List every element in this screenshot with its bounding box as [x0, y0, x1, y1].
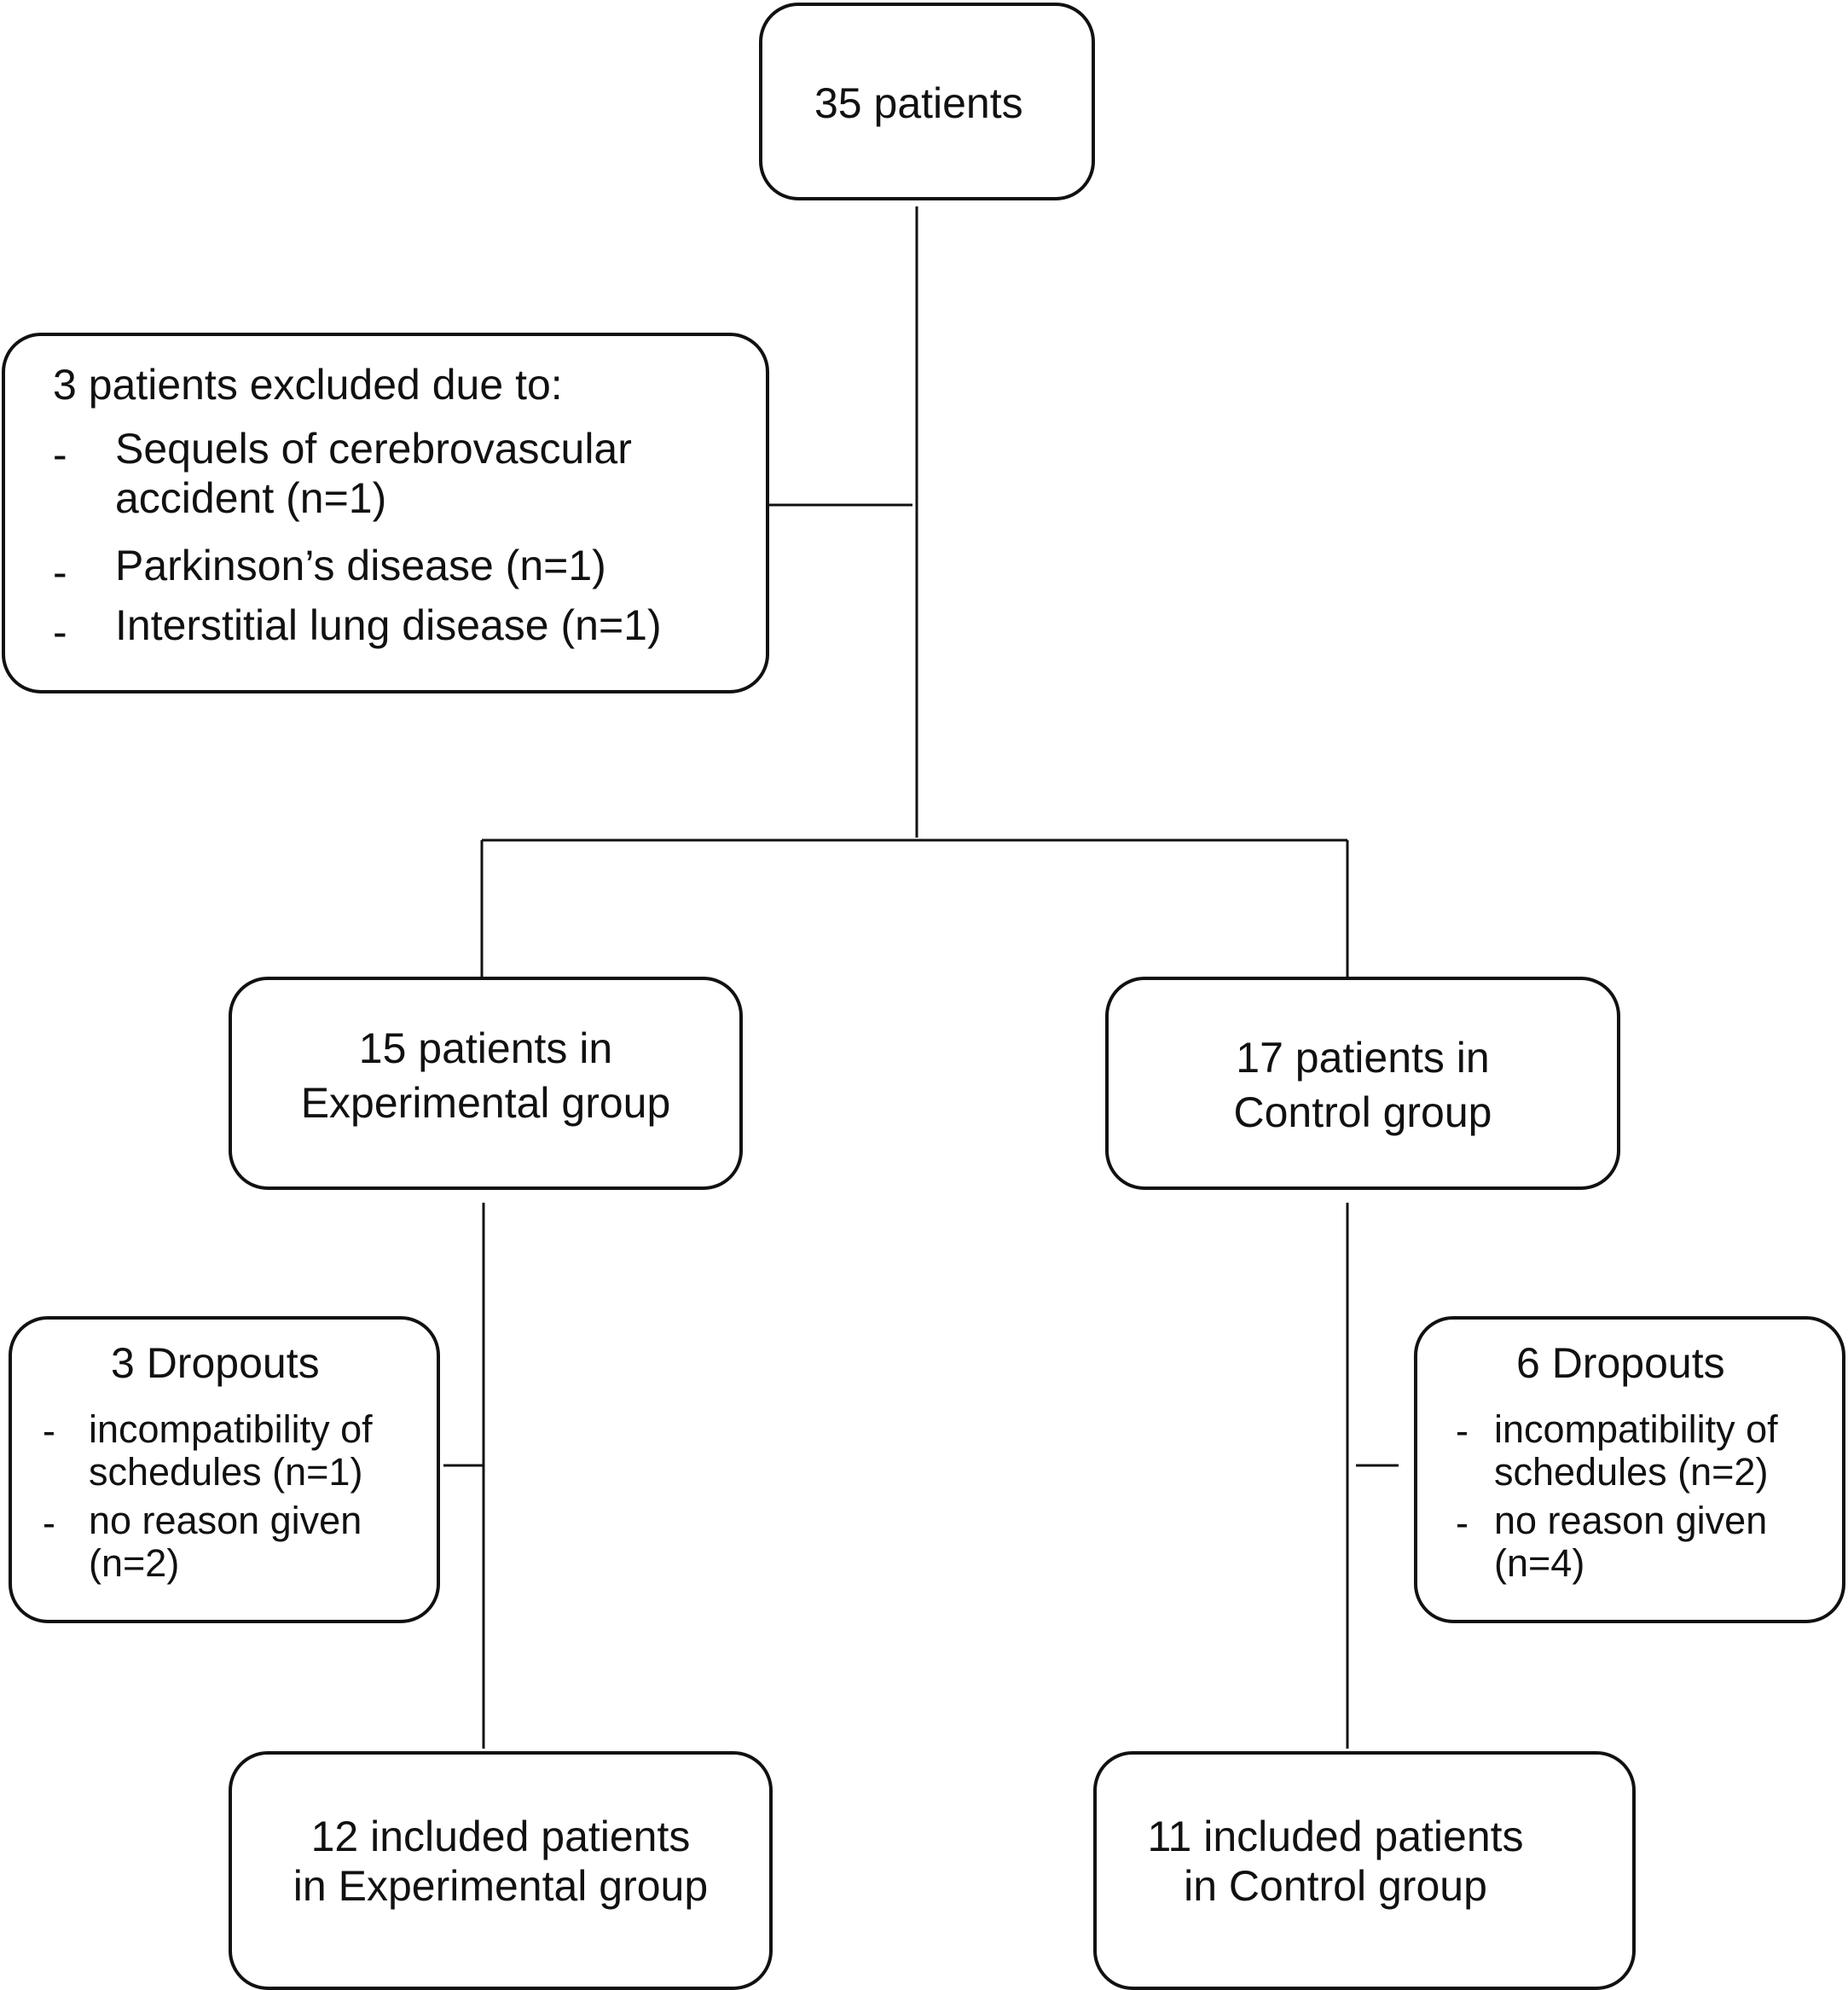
experimental-dropout-reason-2-line-2: (n=2) [89, 1541, 180, 1585]
exclusion-bullet-2: - [53, 548, 67, 596]
exclusion-reason-3-line-1: Interstitial lung disease (n=1) [115, 601, 662, 649]
control-dropout-reason-2-line-2: (n=4) [1494, 1541, 1585, 1585]
control-dropout-reason-1-line-1: incompatibility of [1494, 1407, 1778, 1451]
control-dropouts-box [1414, 1316, 1845, 1623]
control-dropouts-title: 6 Dropouts [1516, 1339, 1725, 1387]
control-included-line-2: in Control group [1184, 1862, 1487, 1910]
experimental-group-line-2: Experimental group [300, 1079, 671, 1127]
experimental-dropout-reason-1-line-1: incompatibility of [89, 1407, 373, 1451]
experimental-dropout-reason-2-line-1: no reason given [89, 1499, 362, 1542]
experimental-dropout-reason-1-line-2: schedules (n=1) [89, 1450, 363, 1494]
control-group-line-1: 17 patients in [1236, 1034, 1490, 1082]
total-patients-label: 35 patients [814, 79, 1023, 127]
experimental-dropouts-title: 3 Dropouts [111, 1339, 320, 1387]
control-group-box [1105, 977, 1620, 1190]
exclusion-box [2, 333, 769, 693]
experimental-included-line-1: 12 included patients [310, 1813, 691, 1860]
exclusion-bullet-1: - [53, 431, 67, 479]
experimental-dropout-bullet-2: - [43, 1501, 55, 1545]
control-dropout-bullet-1: - [1456, 1409, 1469, 1453]
exclusion-reason-1-line-2: accident (n=1) [115, 474, 387, 522]
experimental-dropout-bullet-1: - [43, 1409, 55, 1453]
exclusion-title: 3 patients excluded due to: [53, 361, 563, 409]
experimental-included-line-2: in Experimental group [293, 1862, 709, 1910]
control-dropout-bullet-2: - [1456, 1501, 1469, 1545]
control-dropout-reason-1-line-2: schedules (n=2) [1494, 1450, 1769, 1494]
experimental-group-box [229, 977, 743, 1190]
exclusion-bullet-3: - [53, 608, 67, 656]
control-included-box [1093, 1751, 1636, 1990]
experimental-group-line-1: 15 patients in [358, 1024, 613, 1072]
experimental-dropouts-box [9, 1316, 440, 1623]
experimental-included-box [229, 1751, 773, 1990]
total-patients-box [759, 3, 1095, 200]
control-dropout-reason-2-line-1: no reason given [1494, 1499, 1768, 1542]
exclusion-reason-1-line-1: Sequels of cerebrovascular [115, 425, 632, 473]
exclusion-reason-2-line-1: Parkinson’s disease (n=1) [115, 542, 606, 589]
control-included-line-1: 11 included patients [1147, 1813, 1524, 1860]
control-group-line-2: Control group [1233, 1088, 1492, 1136]
